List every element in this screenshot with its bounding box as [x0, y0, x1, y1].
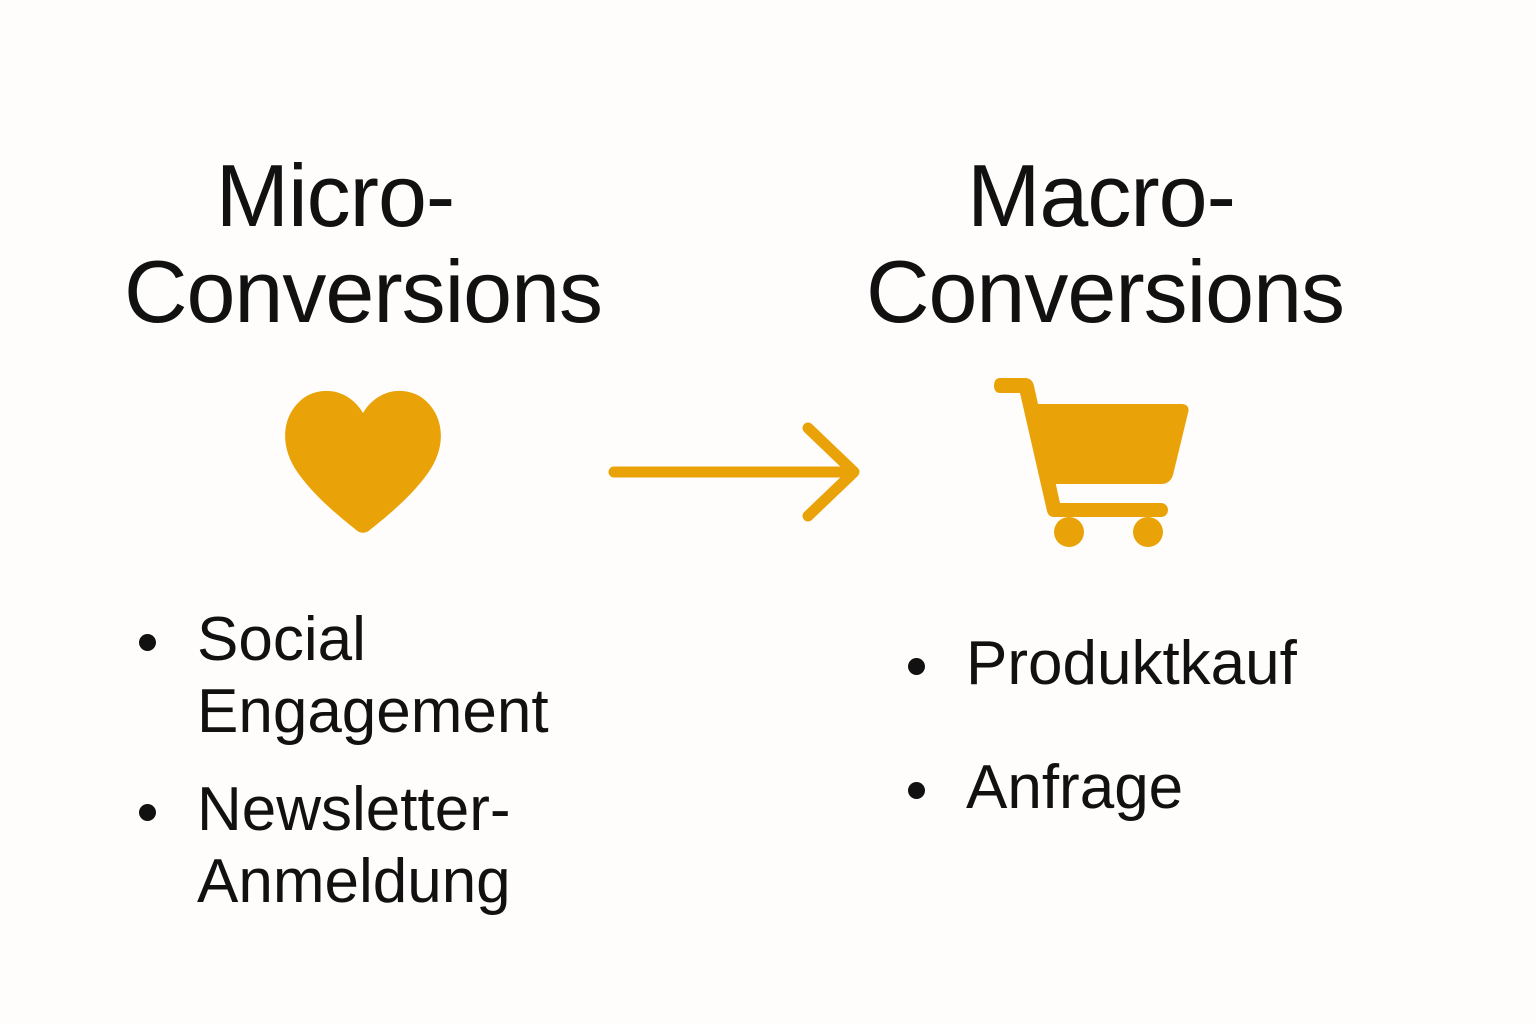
item-text: Anmeldung	[197, 847, 511, 916]
title-line: Conversions	[123, 242, 603, 341]
micro-conversions-list: Social Engagement Newsletter- Anmeldung	[139, 604, 549, 944]
title-line: Macro-	[967, 146, 1236, 245]
macro-conversions-list: Produktkauf Anfrage	[908, 628, 1297, 876]
list-item: Newsletter- Anmeldung	[139, 774, 549, 918]
title-line: Conversions	[865, 242, 1345, 341]
item-text: Social	[197, 605, 366, 674]
list-item: Social Engagement	[139, 604, 549, 748]
item-text: Anfrage	[966, 753, 1184, 822]
item-text: Produktkauf	[966, 629, 1297, 698]
bullet-icon	[908, 658, 925, 675]
heart-icon	[285, 390, 441, 533]
list-item: Produktkauf	[908, 628, 1297, 700]
macro-conversions-title: Macro- Conversions	[755, 148, 1455, 340]
micro-conversions-title: Micro- Conversions	[13, 148, 713, 340]
list-item: Anfrage	[908, 752, 1297, 824]
item-text: Engagement	[197, 677, 549, 746]
bullet-icon	[908, 782, 925, 799]
arrow-right-icon	[608, 422, 860, 522]
item-text: Newsletter-	[197, 775, 511, 844]
shopping-cart-icon	[994, 378, 1189, 547]
bullet-icon	[139, 804, 156, 821]
bullet-icon	[139, 634, 156, 651]
title-line: Micro-	[215, 146, 455, 245]
